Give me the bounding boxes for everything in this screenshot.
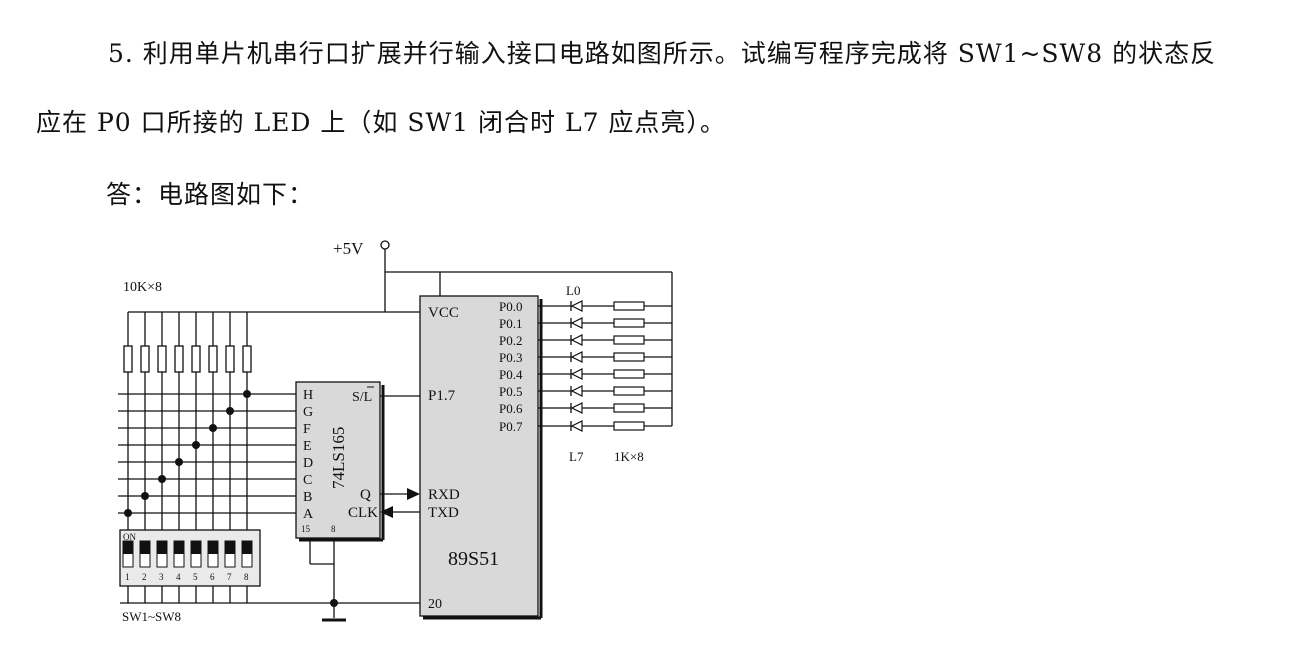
mcu-port-pin-label: P0.0: [499, 299, 522, 314]
shift-register-pin15-label: 15: [301, 524, 311, 534]
question-line-2: 应在 P0 口所接的 LED 上（如 SW1 闭合时 L7 应点亮）。: [36, 108, 726, 137]
shift-register-input-label: G: [303, 405, 313, 420]
led-icon: [570, 351, 583, 363]
dip-switch-number: 6: [210, 572, 215, 582]
dip-switch-on-label: ON: [123, 532, 136, 542]
mcu-89s51-body: [419, 295, 539, 617]
led-resistor: [613, 403, 645, 413]
junction-dot: [124, 509, 132, 517]
clk-arrow-icon: [380, 506, 393, 518]
shift-register-pin8-label: 8: [331, 524, 336, 534]
dip-switch-number: 8: [244, 572, 249, 582]
shift-register-input-label: A: [303, 507, 314, 522]
dip-switch-lever: [242, 541, 252, 554]
mcu-rxd-pin-label: RXD: [428, 487, 460, 503]
shift-register-q-label: Q: [360, 487, 371, 503]
led-resistor: [613, 386, 645, 396]
dip-switch-lever: [191, 541, 201, 554]
dip-switch-lever: [225, 541, 235, 554]
led-icon: [570, 300, 583, 312]
dip-switch-number: 2: [142, 572, 147, 582]
dip-switch-number: 7: [227, 572, 232, 582]
dip-switch-lever: [140, 541, 150, 554]
vcc-supply-label: +5V: [333, 239, 364, 258]
vcc-supply-terminal: [380, 240, 390, 250]
shift-register-clk-label: CLK: [348, 505, 378, 521]
dip-switch-lever: [174, 541, 184, 554]
shift-register-input-label: C: [303, 473, 312, 488]
pullup-resistor: [157, 345, 167, 373]
dip-switch-lever: [123, 541, 133, 554]
junction-dot: [175, 458, 183, 466]
led-resistor: [613, 421, 645, 431]
shift-register-input-label: E: [303, 439, 312, 454]
ground-junction-dot: [330, 599, 338, 607]
junction-dot: [209, 424, 217, 432]
led-icon: [570, 368, 583, 380]
led-resistor: [613, 352, 645, 362]
pullup-resistor: [191, 345, 201, 373]
led-icon: [570, 334, 583, 346]
mcu-port-pin-label: P0.5: [499, 384, 522, 399]
pullup-resistor-label: 10K×8: [123, 280, 162, 295]
circuit-wires: [119, 240, 673, 622]
shift-register-input-label: H: [303, 388, 313, 403]
junction-dot: [192, 441, 200, 449]
pullup-resistor: [123, 345, 133, 373]
led-icon: [570, 402, 583, 414]
rxd-arrow-icon: [407, 488, 420, 500]
led-l7-label: L7: [569, 449, 584, 464]
pullup-resistor: [208, 345, 218, 373]
circuit-labels: +5V 10K×8 VCC P1.7 RXD TXD 89S51 20 S/L …: [122, 239, 644, 624]
shift-register-input-label: B: [303, 490, 312, 505]
mcu-port-pin-label: P0.7: [499, 419, 523, 434]
led-l0-label: L0: [566, 283, 580, 298]
dip-switch-number: 4: [176, 572, 181, 582]
led-icon: [570, 317, 583, 329]
mcu-port-pin-label: P0.3: [499, 350, 522, 365]
mcu-port-pin-label: P0.1: [499, 316, 522, 331]
shift-register-input-label: F: [303, 422, 311, 437]
led-resistor: [613, 369, 645, 379]
pullup-resistor: [174, 345, 184, 373]
mcu-gnd-pin-label: 20: [428, 597, 442, 612]
dip-switch-number: 3: [159, 572, 164, 582]
mcu-p17-pin-label: P1.7: [428, 388, 456, 404]
mcu-vcc-pin-label: VCC: [428, 305, 459, 321]
dip-switch-number: 5: [193, 572, 198, 582]
led-resistor: [613, 335, 645, 345]
junction-dot: [243, 390, 251, 398]
dip-switch-number: 1: [125, 572, 130, 582]
junction-dot: [226, 407, 234, 415]
shift-register-input-label: D: [303, 456, 313, 471]
led-resistor: [613, 301, 645, 311]
dip-switch-lever: [157, 541, 167, 554]
mcu-port-pin-label: P0.6: [499, 401, 523, 416]
led-icon: [570, 420, 583, 432]
dip-switch-label: SW1~SW8: [122, 609, 181, 624]
mcu-name-label: 89S51: [448, 548, 499, 570]
answer-intro: 答：电路图如下：: [106, 180, 315, 209]
pullup-resistor: [140, 345, 150, 373]
question-line-1: 5. 利用单片机串行口扩展并行输入接口电路如图所示。试编写程序完成将 SW1~S…: [108, 39, 1217, 68]
mcu-port-pin-label: P0.2: [499, 333, 522, 348]
led-resistor-label: 1K×8: [614, 449, 644, 464]
mcu-port-pin-label: P0.4: [499, 367, 523, 382]
led-icon: [570, 385, 583, 397]
shift-register-sl-label: S/L: [352, 390, 372, 405]
pullup-resistor: [242, 345, 252, 373]
junction-dot: [158, 475, 166, 483]
pullup-resistor: [225, 345, 235, 373]
shift-register-name-label: 74LS165: [329, 427, 348, 489]
junction-dot: [141, 492, 149, 500]
shift-register-74ls165-body: [295, 381, 381, 539]
led-resistor: [613, 318, 645, 328]
dip-switch-lever: [208, 541, 218, 554]
mcu-txd-pin-label: TXD: [428, 505, 459, 521]
